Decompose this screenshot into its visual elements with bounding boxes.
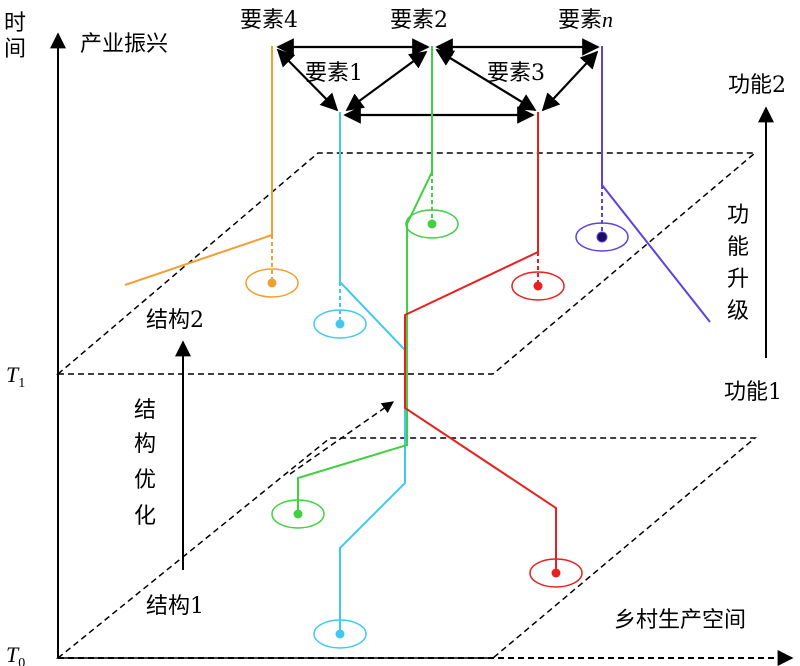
- function-upgrade-char-3: 升: [727, 267, 749, 292]
- t1-label: T1: [6, 362, 25, 391]
- diagonal-dashed-arrow: [289, 401, 394, 475]
- element-1-node-t1: [335, 319, 345, 329]
- structure-1-label: 结构1: [146, 594, 204, 619]
- t0-label-base: T: [6, 642, 20, 666]
- t0-label: T0: [6, 642, 25, 666]
- element-1-path: [339, 112, 406, 632]
- element-n-node: [596, 231, 608, 243]
- element-1-node-ring-t0: [313, 619, 367, 649]
- element-3-node-t0: [551, 568, 561, 578]
- structure-opt-char-2: 构: [134, 432, 156, 457]
- element-2-node-ring-t1: [405, 209, 459, 239]
- element-4-node-ring: [245, 268, 299, 298]
- function-upgrade-char-2: 能: [727, 235, 749, 260]
- element-n-label-var: n: [602, 7, 613, 32]
- structure-opt-char-1: 结: [134, 398, 156, 423]
- element-n-label: 要素n: [558, 7, 613, 33]
- element-2-path: [297, 46, 433, 512]
- element-2-node-t0: [293, 509, 303, 519]
- industry-label: 产业振兴: [80, 32, 168, 57]
- structure-opt-char-3: 优: [134, 468, 156, 493]
- structure-2-label: 结构2: [146, 308, 204, 333]
- element-2-label: 要素2: [390, 8, 448, 33]
- time-axis-label-1: 时: [4, 11, 26, 36]
- element-2-node-t1: [427, 219, 437, 229]
- structure-opt-char-4: 化: [134, 504, 156, 529]
- function-2-label: 功能2: [728, 73, 786, 98]
- element-4-label: 要素4: [240, 8, 298, 33]
- element-1-node-t0: [335, 629, 345, 639]
- plane-t1: [55, 152, 758, 375]
- function-1-label: 功能1: [724, 380, 782, 405]
- function-upgrade-char-1: 功: [727, 203, 749, 228]
- element-n-label-prefix: 要素: [558, 8, 602, 33]
- element-3-path: [404, 112, 557, 571]
- element-3-label: 要素3: [487, 61, 545, 86]
- rural-space-label: 乡村生产空间: [614, 608, 746, 633]
- t1-label-base: T: [6, 362, 20, 387]
- element-1-label: 要素1: [305, 61, 363, 86]
- element-3-node-ring-t0: [529, 558, 583, 588]
- t0-label-sub: 0: [18, 656, 25, 666]
- t1-label-sub: 1: [18, 376, 25, 391]
- element-2-node-ring-t0: [271, 499, 325, 529]
- element-3-node-t1: [533, 281, 543, 291]
- element-4-node: [267, 278, 277, 288]
- element-n-node-ring: [575, 222, 629, 252]
- element-3-node-ring-t1: [511, 271, 565, 301]
- element-interaction-arrows: [276, 38, 600, 124]
- element-1-node-ring-t1: [313, 309, 367, 339]
- element-n-path: [601, 46, 711, 323]
- plane-t0: [55, 437, 758, 659]
- time-axis-label-2: 间: [4, 37, 26, 62]
- function-upgrade-char-4: 级: [727, 299, 749, 324]
- element-4-path: [124, 46, 273, 286]
